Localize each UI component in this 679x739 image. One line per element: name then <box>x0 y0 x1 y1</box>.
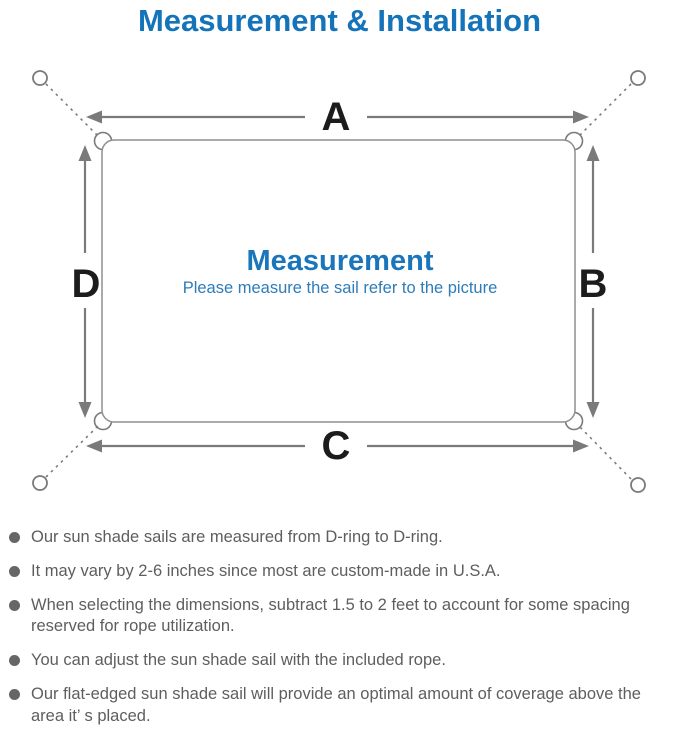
arrowhead-right-icon <box>573 439 589 453</box>
arrowhead-up-icon <box>586 145 600 161</box>
center-heading: Measurement <box>247 245 434 277</box>
note-item: You can adjust the sun shade sail with t… <box>8 650 675 672</box>
arrowhead-left-icon <box>86 439 102 453</box>
note-item: When selecting the dimensions, subtract … <box>8 595 675 639</box>
bullet-dot-icon <box>9 565 20 577</box>
tension-rope-line <box>577 83 632 138</box>
bullet-dot-icon <box>9 599 20 611</box>
tension-rope-lines <box>45 83 632 480</box>
note-item: Our sun shade sails are measured from D-… <box>8 527 675 549</box>
note-text: It may vary by 2-6 inches since most are… <box>31 561 501 580</box>
arrowhead-down-icon <box>586 402 600 418</box>
arrowhead-down-icon <box>78 402 92 418</box>
dimension-label-d: D <box>72 262 101 306</box>
dimension-label-c: C <box>322 424 351 468</box>
dimension-label-b: B <box>579 262 608 306</box>
anchor-point-icon <box>630 477 646 493</box>
arrowhead-right-icon <box>573 110 589 124</box>
note-item: Our flat-edged sun shade sail will provi… <box>8 684 675 728</box>
dimension-arrow-c <box>86 439 589 453</box>
note-text: When selecting the dimensions, subtract … <box>31 595 630 636</box>
notes-list: Our sun shade sails are measured from D-… <box>0 527 679 727</box>
tension-rope-line <box>45 83 100 138</box>
measurement-installation-infographic: Measurement & Installation <box>0 3 679 739</box>
measurement-diagram: A B C D Measurement Please measure the s… <box>32 70 646 493</box>
note-text: Our flat-edged sun shade sail will provi… <box>31 684 641 725</box>
note-text: Our sun shade sails are measured from D-… <box>31 528 443 546</box>
anchor-point-icon <box>630 70 646 86</box>
bullet-dot-icon <box>9 655 20 667</box>
tension-rope-line <box>577 424 632 480</box>
dimension-label-a: A <box>322 95 351 139</box>
dimension-arrow-a <box>86 110 589 124</box>
page-title: Measurement & Installation <box>137 3 542 38</box>
note-text: You can adjust the sun shade sail with t… <box>31 651 446 670</box>
note-item: It may vary by 2-6 inches since most are… <box>8 561 675 583</box>
bullet-dot-icon <box>9 532 20 543</box>
arrowhead-up-icon <box>78 145 92 161</box>
dimension-arrow-b <box>586 145 600 418</box>
anchor-point-icons <box>32 70 646 493</box>
center-subheading: Please measure the sail refer to the pic… <box>183 279 498 297</box>
anchor-point-icon <box>32 475 48 491</box>
sail-outline <box>101 139 576 423</box>
tension-rope-line <box>45 424 100 478</box>
arrowhead-left-icon <box>86 110 102 124</box>
anchor-point-icon <box>32 70 48 86</box>
bullet-dot-icon <box>9 688 20 700</box>
dimension-arrow-d <box>78 145 92 418</box>
